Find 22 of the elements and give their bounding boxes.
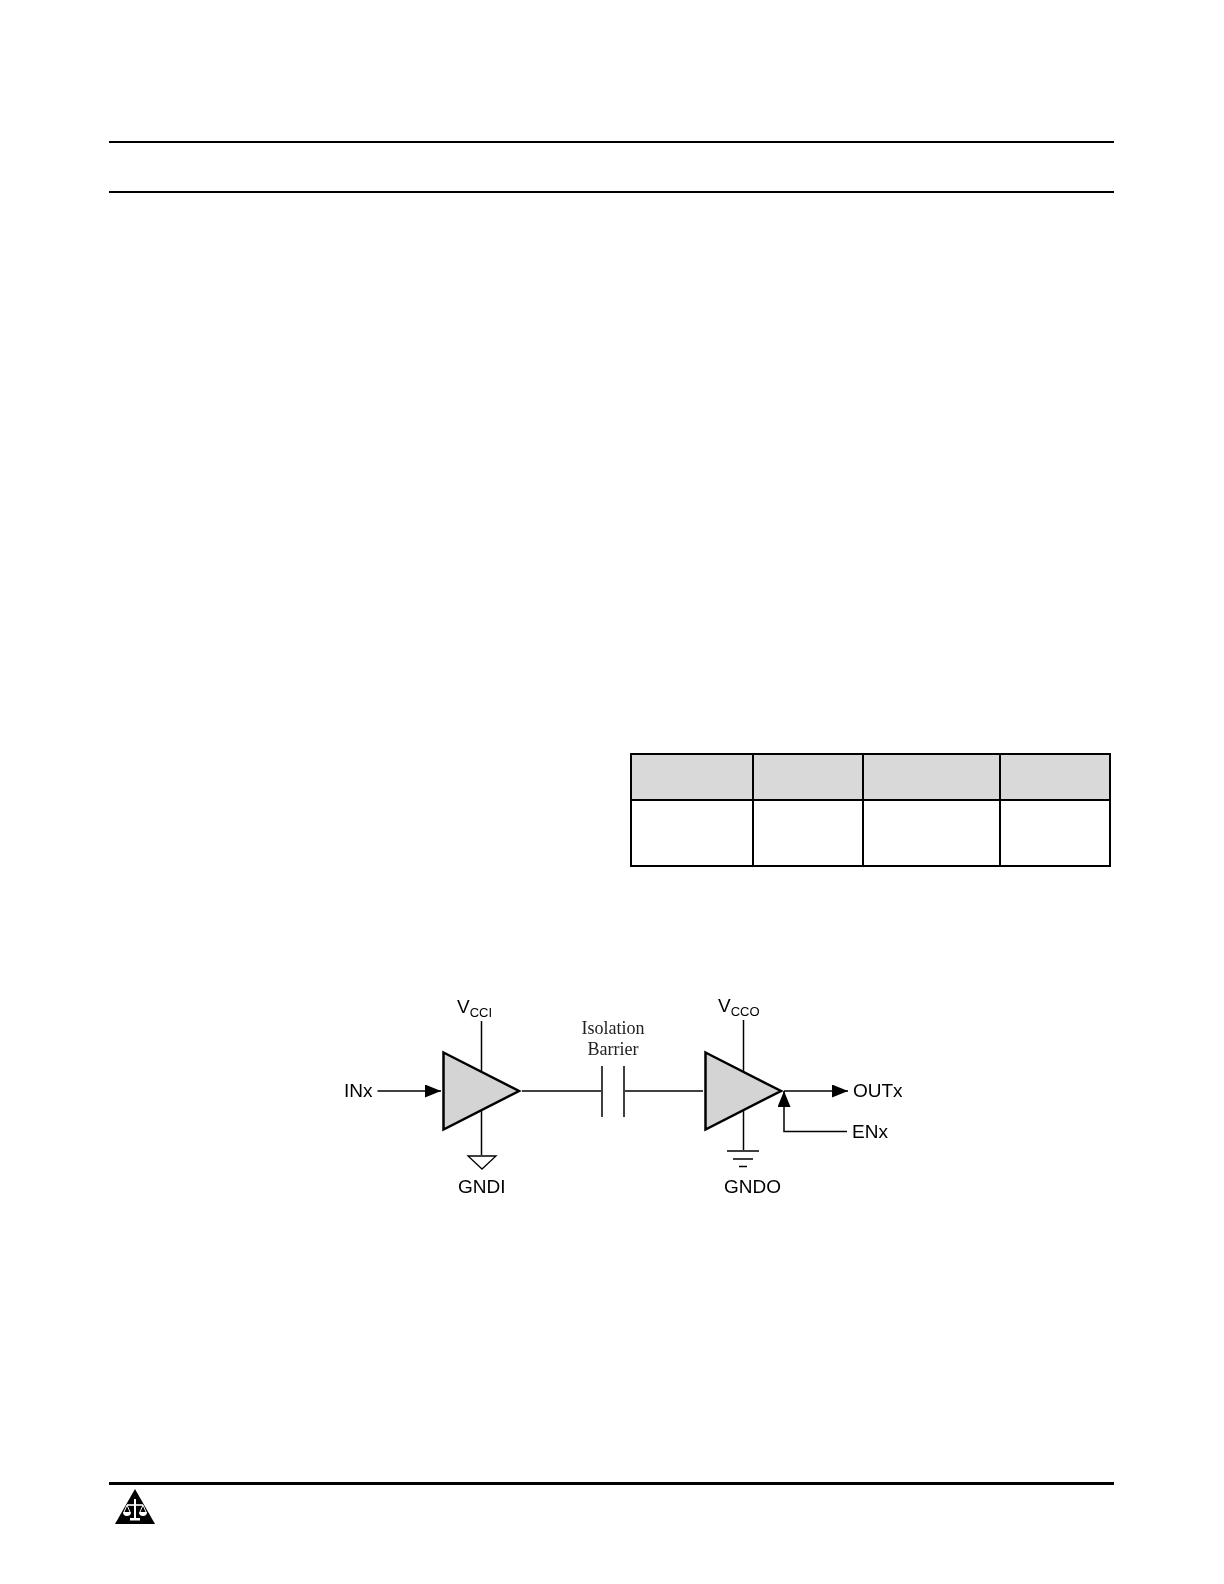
wire <box>480 1020 483 1072</box>
pin-label: GNDI <box>458 1177 506 1196</box>
wire <box>742 1110 745 1151</box>
wire <box>742 1019 745 1072</box>
arrow <box>783 1084 849 1098</box>
pin-label: V$_{CCI}$ <box>457 997 493 1016</box>
arrow <box>777 1090 848 1133</box>
pin-label: GNDO <box>724 1177 781 1196</box>
pin-label: OUTx <box>853 1081 903 1100</box>
wire <box>624 1090 704 1092</box>
pin-label: INx <box>344 1081 373 1100</box>
ground-symbol <box>467 1155 497 1170</box>
buffer-triangle <box>441 1050 522 1132</box>
capacitor-symbol <box>601 1066 625 1117</box>
wire <box>521 1090 602 1092</box>
wire <box>480 1110 483 1156</box>
barrier-label: Isolation Barrier <box>580 1018 646 1060</box>
ground-symbol <box>727 1150 759 1168</box>
arrow <box>376 1084 442 1098</box>
pin-label: V$_{CCO}$ <box>718 996 760 1015</box>
buffer-triangle <box>703 1050 784 1132</box>
pin-label: ENx <box>852 1122 888 1141</box>
